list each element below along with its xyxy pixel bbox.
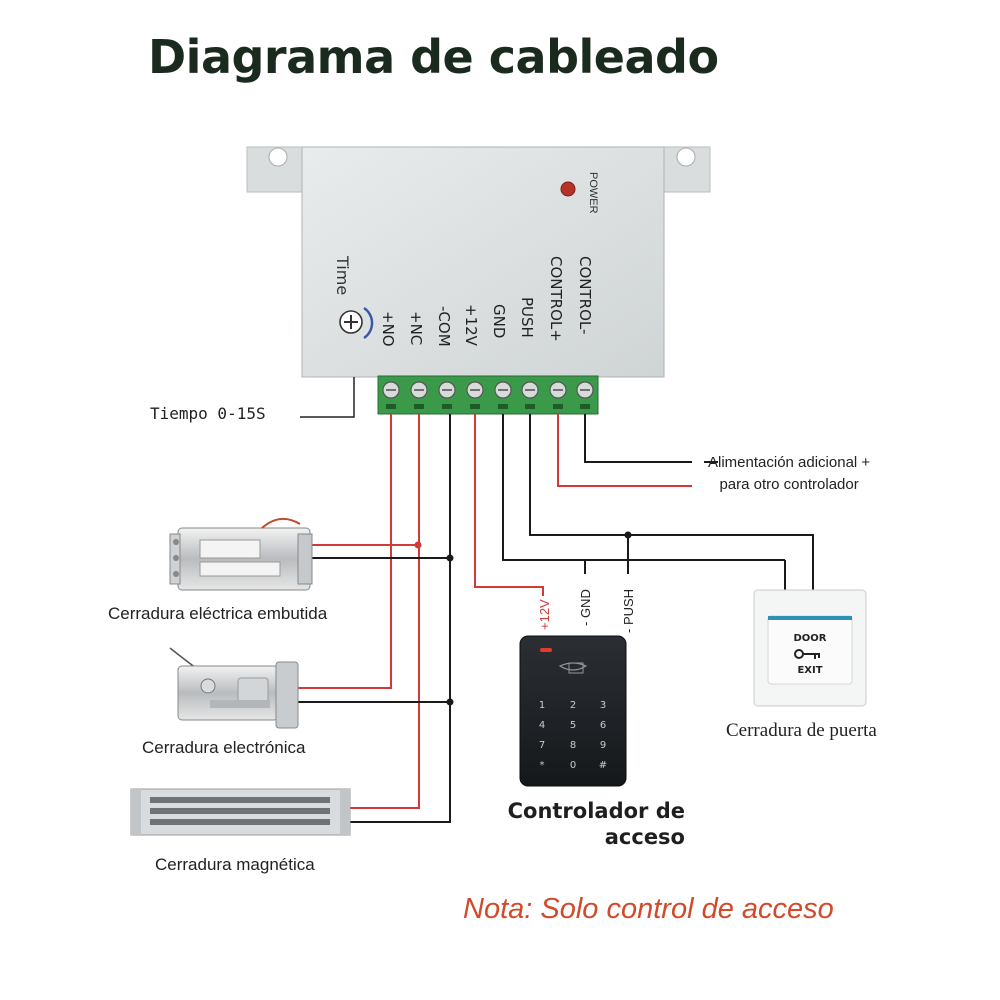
timer-pointer-line — [300, 377, 355, 418]
mortise-lock-image — [169, 517, 313, 591]
terminal-block — [377, 375, 599, 415]
time-adjust-dial-icon[interactable] — [339, 310, 363, 334]
control-module: POWER Time +NO +NC -COM +12V GND PUSH CO… — [246, 146, 711, 378]
time-label: Time — [333, 255, 352, 295]
key-5[interactable]: 5 — [570, 720, 576, 731]
terminal-label-com: -COM — [435, 306, 453, 347]
magnetic-lock-label: Cerradura magnética — [155, 855, 315, 874]
terminal-label-12v: +12V — [462, 304, 480, 347]
magnetic-lock-image — [130, 788, 351, 836]
key-7[interactable]: 7 — [539, 740, 545, 751]
wire-label-gnd: - GND — [578, 589, 593, 626]
key-icon — [794, 649, 820, 659]
terminal-label-push: PUSH — [518, 297, 536, 338]
exit-button-exit-text: EXIT — [797, 665, 822, 676]
electronic-lock-image — [169, 647, 299, 729]
power-label: POWER — [587, 172, 599, 214]
controller-label: Controlador de acceso — [505, 798, 685, 850]
key-4[interactable]: 4 — [539, 720, 545, 731]
key-1[interactable]: 1 — [539, 700, 545, 711]
page-title: Diagrama de cableado — [148, 30, 719, 84]
access-keypad-image: 1 2 3 4 5 6 7 8 9 * 0 # — [519, 635, 627, 787]
key-6[interactable]: 6 — [600, 720, 606, 731]
key-3[interactable]: 3 — [600, 700, 606, 711]
key-hash[interactable]: # — [599, 760, 607, 771]
wire-junctions — [414, 531, 632, 706]
mortise-lock-label: Cerradura eléctrica embutida — [108, 604, 328, 623]
power-led-icon — [560, 181, 576, 197]
terminal-label-control-minus: CONTROL- — [576, 256, 594, 334]
key-9[interactable]: 9 — [600, 740, 606, 751]
wire-label-push: - PUSH — [621, 589, 636, 633]
electronic-lock-label: Cerradura electrónica — [142, 738, 306, 757]
terminal-label-no: +NO — [379, 311, 397, 347]
key-2[interactable]: 2 — [570, 700, 576, 711]
exit-button-door-text: DOOR — [793, 633, 826, 644]
key-0[interactable]: 0 — [570, 760, 576, 771]
key-8[interactable]: 8 — [570, 740, 576, 751]
aux-power-line1: Alimentación adicional + — [708, 454, 871, 471]
key-star[interactable]: * — [540, 760, 545, 771]
note-text: Nota: Solo control de acceso — [463, 893, 834, 925]
exit-button-label: Cerradura de puerta — [726, 720, 877, 741]
timer-label: Tiempo 0-15S — [150, 404, 266, 423]
terminal-label-gnd: GND — [490, 304, 508, 338]
wire-label-12v: +12V — [537, 599, 552, 630]
controller-label-line1: Controlador de — [507, 799, 685, 823]
terminal-label-control-plus: CONTROL+ — [547, 256, 565, 342]
controller-label-line2: acceso — [604, 825, 685, 849]
terminal-label-nc: +NC — [407, 311, 425, 345]
aux-power-line2: para otro controlador — [719, 476, 859, 493]
exit-button-image: DOOR EXIT — [753, 589, 867, 707]
aux-power-label: Alimentación adicional + para otro contr… — [708, 452, 870, 496]
